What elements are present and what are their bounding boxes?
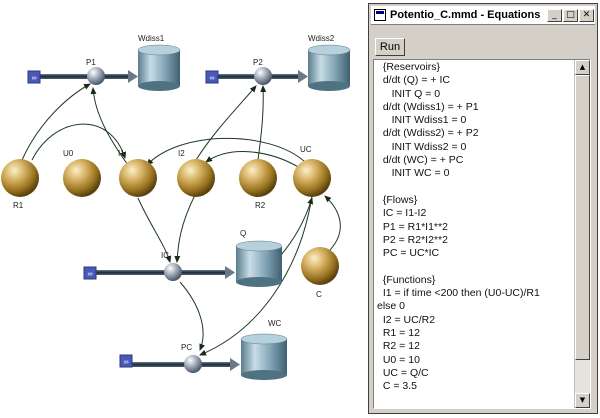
equation-line: C = 3.5: [377, 380, 417, 393]
equation-line: I1 = if time <200 then (U0-UC)/R1: [377, 287, 540, 300]
equation-line: d/dt (WC) = + PC: [377, 154, 464, 167]
svg-text:∞: ∞: [210, 75, 215, 82]
minimize-button[interactable]: _: [547, 8, 562, 22]
label-p1: P1: [86, 58, 96, 67]
label-ic: IC: [161, 251, 169, 260]
maximize-button[interactable]: □: [563, 8, 578, 22]
equation-line: else 0: [377, 300, 406, 313]
connector-r2-p2: [257, 85, 267, 161]
close-button[interactable]: ✕: [579, 8, 594, 22]
run-button[interactable]: Run: [375, 38, 405, 56]
converter-i2[interactable]: [177, 159, 215, 197]
equation-line: I2 = UC/R2: [377, 313, 436, 326]
window-title: Potentio_C.mmd - Equations: [390, 9, 541, 21]
equations-text-area[interactable]: {Reservoirs} d/dt (Q) = + IC INIT Q = 0 …: [373, 59, 591, 409]
label-i1: I1: [118, 149, 125, 158]
valve-p1[interactable]: [87, 67, 105, 85]
label-q: Q: [240, 229, 246, 238]
svg-text:∞: ∞: [124, 359, 129, 366]
equation-line: {Flows}: [377, 193, 418, 206]
equation-line: P1 = R1*I1**2: [377, 220, 448, 233]
converter-r1[interactable]: [1, 159, 39, 197]
valve-pc[interactable]: [184, 355, 202, 373]
equation-line: PC = UC*IC: [377, 247, 440, 260]
equation-line: INIT WC = 0: [377, 167, 450, 180]
label-uc: UC: [300, 145, 312, 154]
label-c: C: [316, 290, 322, 299]
flow-pc: [132, 358, 240, 371]
label-r1: R1: [13, 201, 24, 210]
connector-c-uc: [324, 195, 341, 251]
label-wdiss2: Wdiss2: [308, 34, 335, 43]
converter-r2[interactable]: [239, 159, 277, 197]
connector-r1-p1: [21, 83, 91, 161]
label-wdiss1: Wdiss1: [138, 34, 165, 43]
connector-uc-i1: [146, 137, 306, 166]
label-pc: PC: [181, 343, 192, 352]
equation-line: INIT Wdiss1 = 0: [377, 114, 467, 127]
source-p1: ∞: [27, 70, 41, 84]
equation-line: UC = Q/C: [377, 366, 429, 379]
source-p2: ∞: [205, 70, 219, 84]
equation-line: d/dt (Q) = + IC: [377, 74, 450, 87]
equation-line: IC = I1-I2: [377, 207, 427, 220]
reservoir-wdiss2[interactable]: [307, 44, 351, 91]
connector-ic-pc: [179, 281, 206, 351]
converter-uc[interactable]: [293, 159, 331, 197]
equation-line: {Reservoirs}: [377, 61, 441, 73]
reservoir-wdiss1[interactable]: [137, 44, 181, 91]
scroll-down-button[interactable]: ▼: [575, 393, 590, 408]
valve-p2[interactable]: [254, 67, 272, 85]
converter-i1[interactable]: [119, 159, 157, 197]
flow-ic: [95, 266, 235, 279]
source-ic: ∞: [83, 266, 97, 280]
equations-text: {Reservoirs} d/dt (Q) = + IC INIT Q = 0 …: [377, 61, 573, 393]
converter-c[interactable]: [301, 247, 339, 285]
svg-text:∞: ∞: [32, 75, 37, 82]
scrollbar-thumb[interactable]: [575, 75, 590, 360]
scroll-up-button[interactable]: ▲: [575, 60, 590, 75]
equation-line: [377, 260, 573, 273]
equation-line: R2 = 12: [377, 340, 420, 353]
reservoir-q[interactable]: [235, 240, 283, 287]
flow-p1: [38, 70, 138, 83]
window-titlebar[interactable]: Potentio_C.mmd - Equations _ □ ✕: [371, 6, 595, 25]
equation-line: [377, 181, 573, 194]
equation-line: P2 = R2*I2**2: [377, 233, 448, 246]
stella-model-diagram: ∞ ∞ ∞ ∞ P1 Wdis: [1, 34, 351, 380]
svg-text:∞: ∞: [88, 271, 93, 278]
converter-u0[interactable]: [63, 159, 101, 197]
connector-i1-ic: [137, 197, 172, 263]
valve-ic[interactable]: [164, 263, 182, 281]
label-u0: U0: [63, 149, 74, 158]
equation-line: INIT Wdiss2 = 0: [377, 140, 467, 153]
window-icon: [374, 9, 386, 21]
connector-i2-ic: [174, 194, 196, 263]
connector-uc-i2: [205, 151, 301, 169]
equations-window: Potentio_C.mmd - Equations _ □ ✕ Run {Re…: [368, 3, 598, 414]
label-i2: I2: [178, 149, 185, 158]
equation-line: d/dt (Wdiss2) = + P2: [377, 127, 479, 140]
reservoir-wc[interactable]: [240, 333, 288, 380]
equation-line: d/dt (Wdiss1) = + P1: [377, 100, 479, 113]
label-p2: P2: [253, 58, 263, 67]
connector-uc-pc: [199, 195, 313, 356]
vertical-scrollbar[interactable]: ▲ ▼: [574, 60, 590, 408]
equation-line: R1 = 12: [377, 326, 420, 339]
equation-line: INIT Q = 0: [377, 87, 441, 100]
source-pc: ∞: [119, 354, 133, 368]
label-wc: WC: [268, 319, 282, 328]
connector-i2-p2: [195, 85, 257, 161]
equation-line: U0 = 10: [377, 353, 420, 366]
connectors: [21, 83, 341, 356]
connector-r1-i1: [31, 123, 127, 161]
equation-line: {Functions}: [377, 273, 436, 286]
connector-i1-p1: [90, 87, 131, 169]
label-r2: R2: [255, 201, 266, 210]
